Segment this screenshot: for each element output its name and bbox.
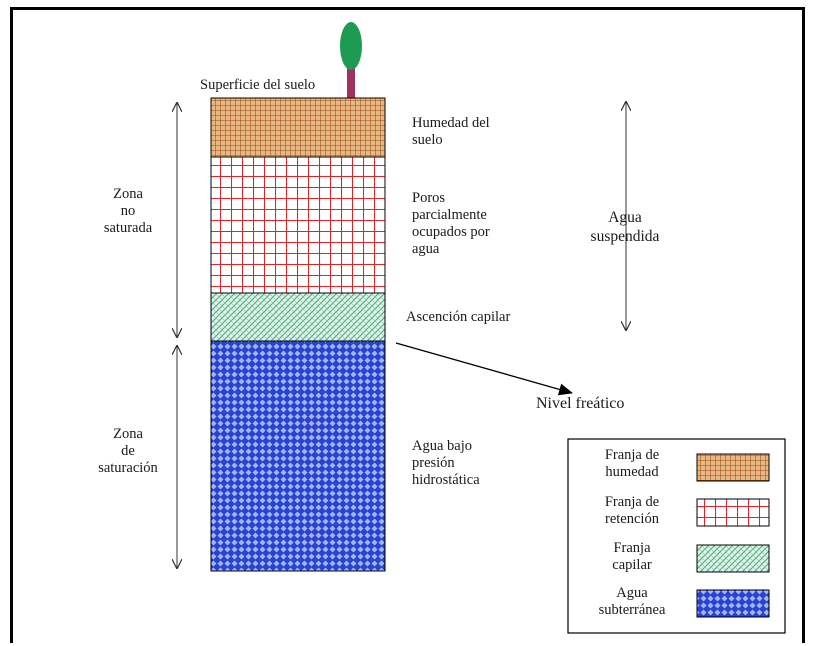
tree-icon [340, 22, 362, 98]
legend-swatch-capillary [696, 544, 770, 573]
layer-soil-moisture [210, 97, 386, 158]
legend-swatch-retention [696, 498, 770, 527]
figure-frame [10, 7, 805, 643]
legend-swatch-groundwater [696, 589, 770, 618]
surface-label: Superficie del suelo [200, 77, 316, 93]
layer-label-capillary: Ascención capilar [406, 309, 511, 325]
legend-swatch-soil-moisture [696, 453, 770, 482]
layer-retention [210, 156, 386, 294]
water-table-arrow [395, 342, 573, 396]
layer-capillary [210, 292, 386, 342]
water-table-label: Nivel freático [536, 395, 625, 412]
layer-groundwater [210, 340, 386, 572]
